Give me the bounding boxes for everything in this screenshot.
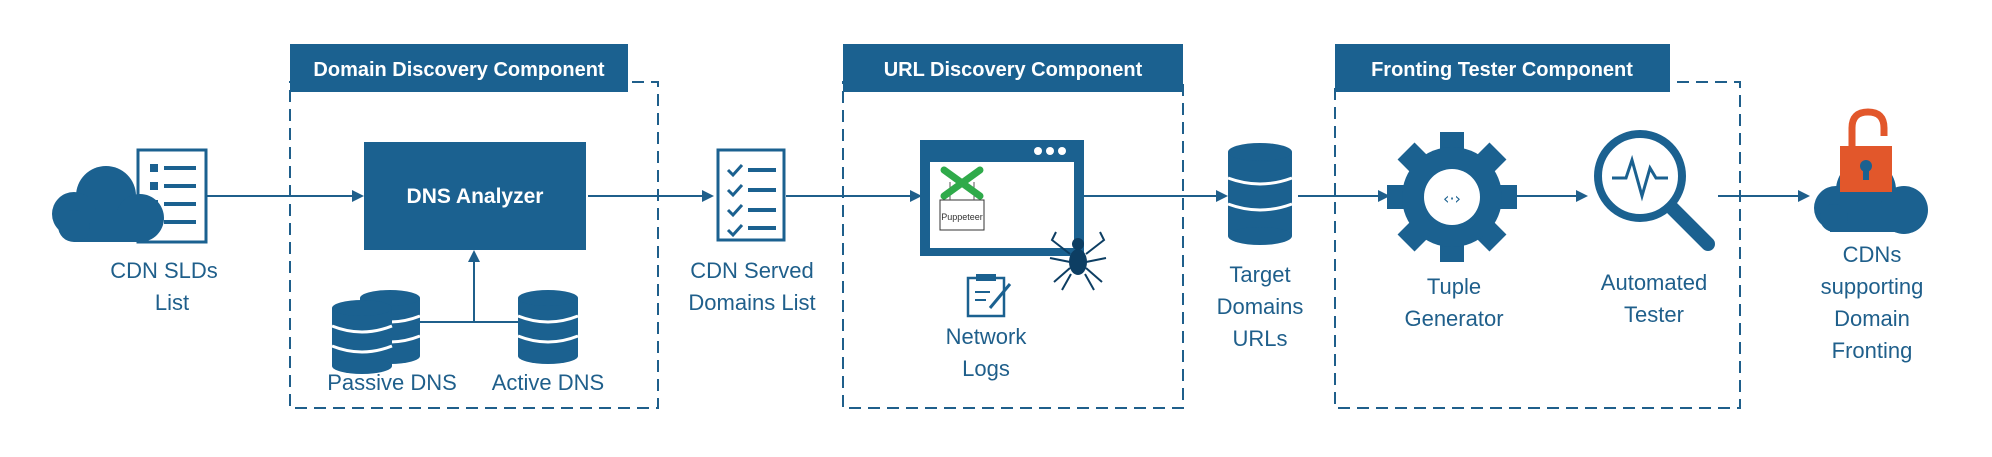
network-logs-label-1: Network bbox=[946, 324, 1028, 349]
fronting-tester-title: Fronting Tester Component bbox=[1371, 59, 1633, 81]
domain-discovery-component: Domain Discovery Component bbox=[289, 44, 659, 409]
domain-discovery-header bbox=[290, 44, 628, 92]
target-domains-label-1: Target bbox=[1229, 262, 1290, 287]
arrow-passive-dns-up bbox=[412, 254, 475, 323]
network-logs-label-2: Logs bbox=[962, 356, 1010, 381]
puppeteer-label: Puppeteer bbox=[941, 212, 983, 222]
fronting-tester-header bbox=[1335, 44, 1670, 92]
cdns-supporting-label-2: supporting bbox=[1821, 274, 1924, 299]
checklist-icon bbox=[716, 148, 786, 242]
magnifier-icon bbox=[1594, 130, 1715, 251]
spider-icon bbox=[1049, 231, 1107, 291]
cdn-served-label-2: Domains List bbox=[688, 290, 815, 315]
cdn-slds-label-1: CDN SLDs bbox=[110, 258, 218, 283]
tuple-generator-label-1: Tuple bbox=[1427, 274, 1481, 299]
automated-tester-label-1: Automated bbox=[1601, 270, 1707, 295]
cdns-supporting-label-4: Fronting bbox=[1832, 338, 1913, 363]
cloud-lock-icon bbox=[1814, 108, 1928, 234]
cdn-slds-label-2: List bbox=[155, 290, 189, 315]
cdns-supporting-label-3: Domain bbox=[1834, 306, 1910, 331]
url-discovery-title: URL Discovery Component bbox=[884, 59, 1143, 81]
gear-icon: ‹·› bbox=[1387, 132, 1517, 262]
target-domains-database-icon bbox=[1227, 143, 1293, 245]
url-discovery-component: URL Discovery Component bbox=[842, 44, 1184, 409]
active-dns-database-icon bbox=[516, 288, 580, 366]
cdns-supporting-label-1: CDNs bbox=[1843, 242, 1902, 267]
tuple-generator-label-2: Generator bbox=[1404, 306, 1503, 331]
cloud-list-icon bbox=[52, 148, 208, 244]
network-logs-icon bbox=[966, 274, 1012, 318]
automated-tester-label-2: Tester bbox=[1624, 302, 1684, 327]
puppeteer-logo: Puppeteer bbox=[939, 166, 985, 231]
passive-dns-database-icon bbox=[330, 288, 422, 376]
target-domains-label-2: Domains bbox=[1217, 294, 1304, 319]
fronting-tester-component: Fronting Tester Component bbox=[1334, 44, 1741, 409]
url-discovery-header bbox=[843, 44, 1183, 92]
dns-analyzer-label: DNS Analyzer bbox=[407, 185, 544, 208]
passive-dns-label: Passive DNS bbox=[327, 370, 457, 395]
active-dns-label: Active DNS bbox=[492, 370, 604, 395]
cdn-served-label-1: CDN Served bbox=[690, 258, 813, 283]
target-domains-label-3: URLs bbox=[1232, 326, 1287, 351]
dns-analyzer-box bbox=[364, 142, 586, 250]
svg-text:‹·›: ‹·› bbox=[1443, 189, 1461, 208]
domain-discovery-title: Domain Discovery Component bbox=[313, 59, 605, 81]
